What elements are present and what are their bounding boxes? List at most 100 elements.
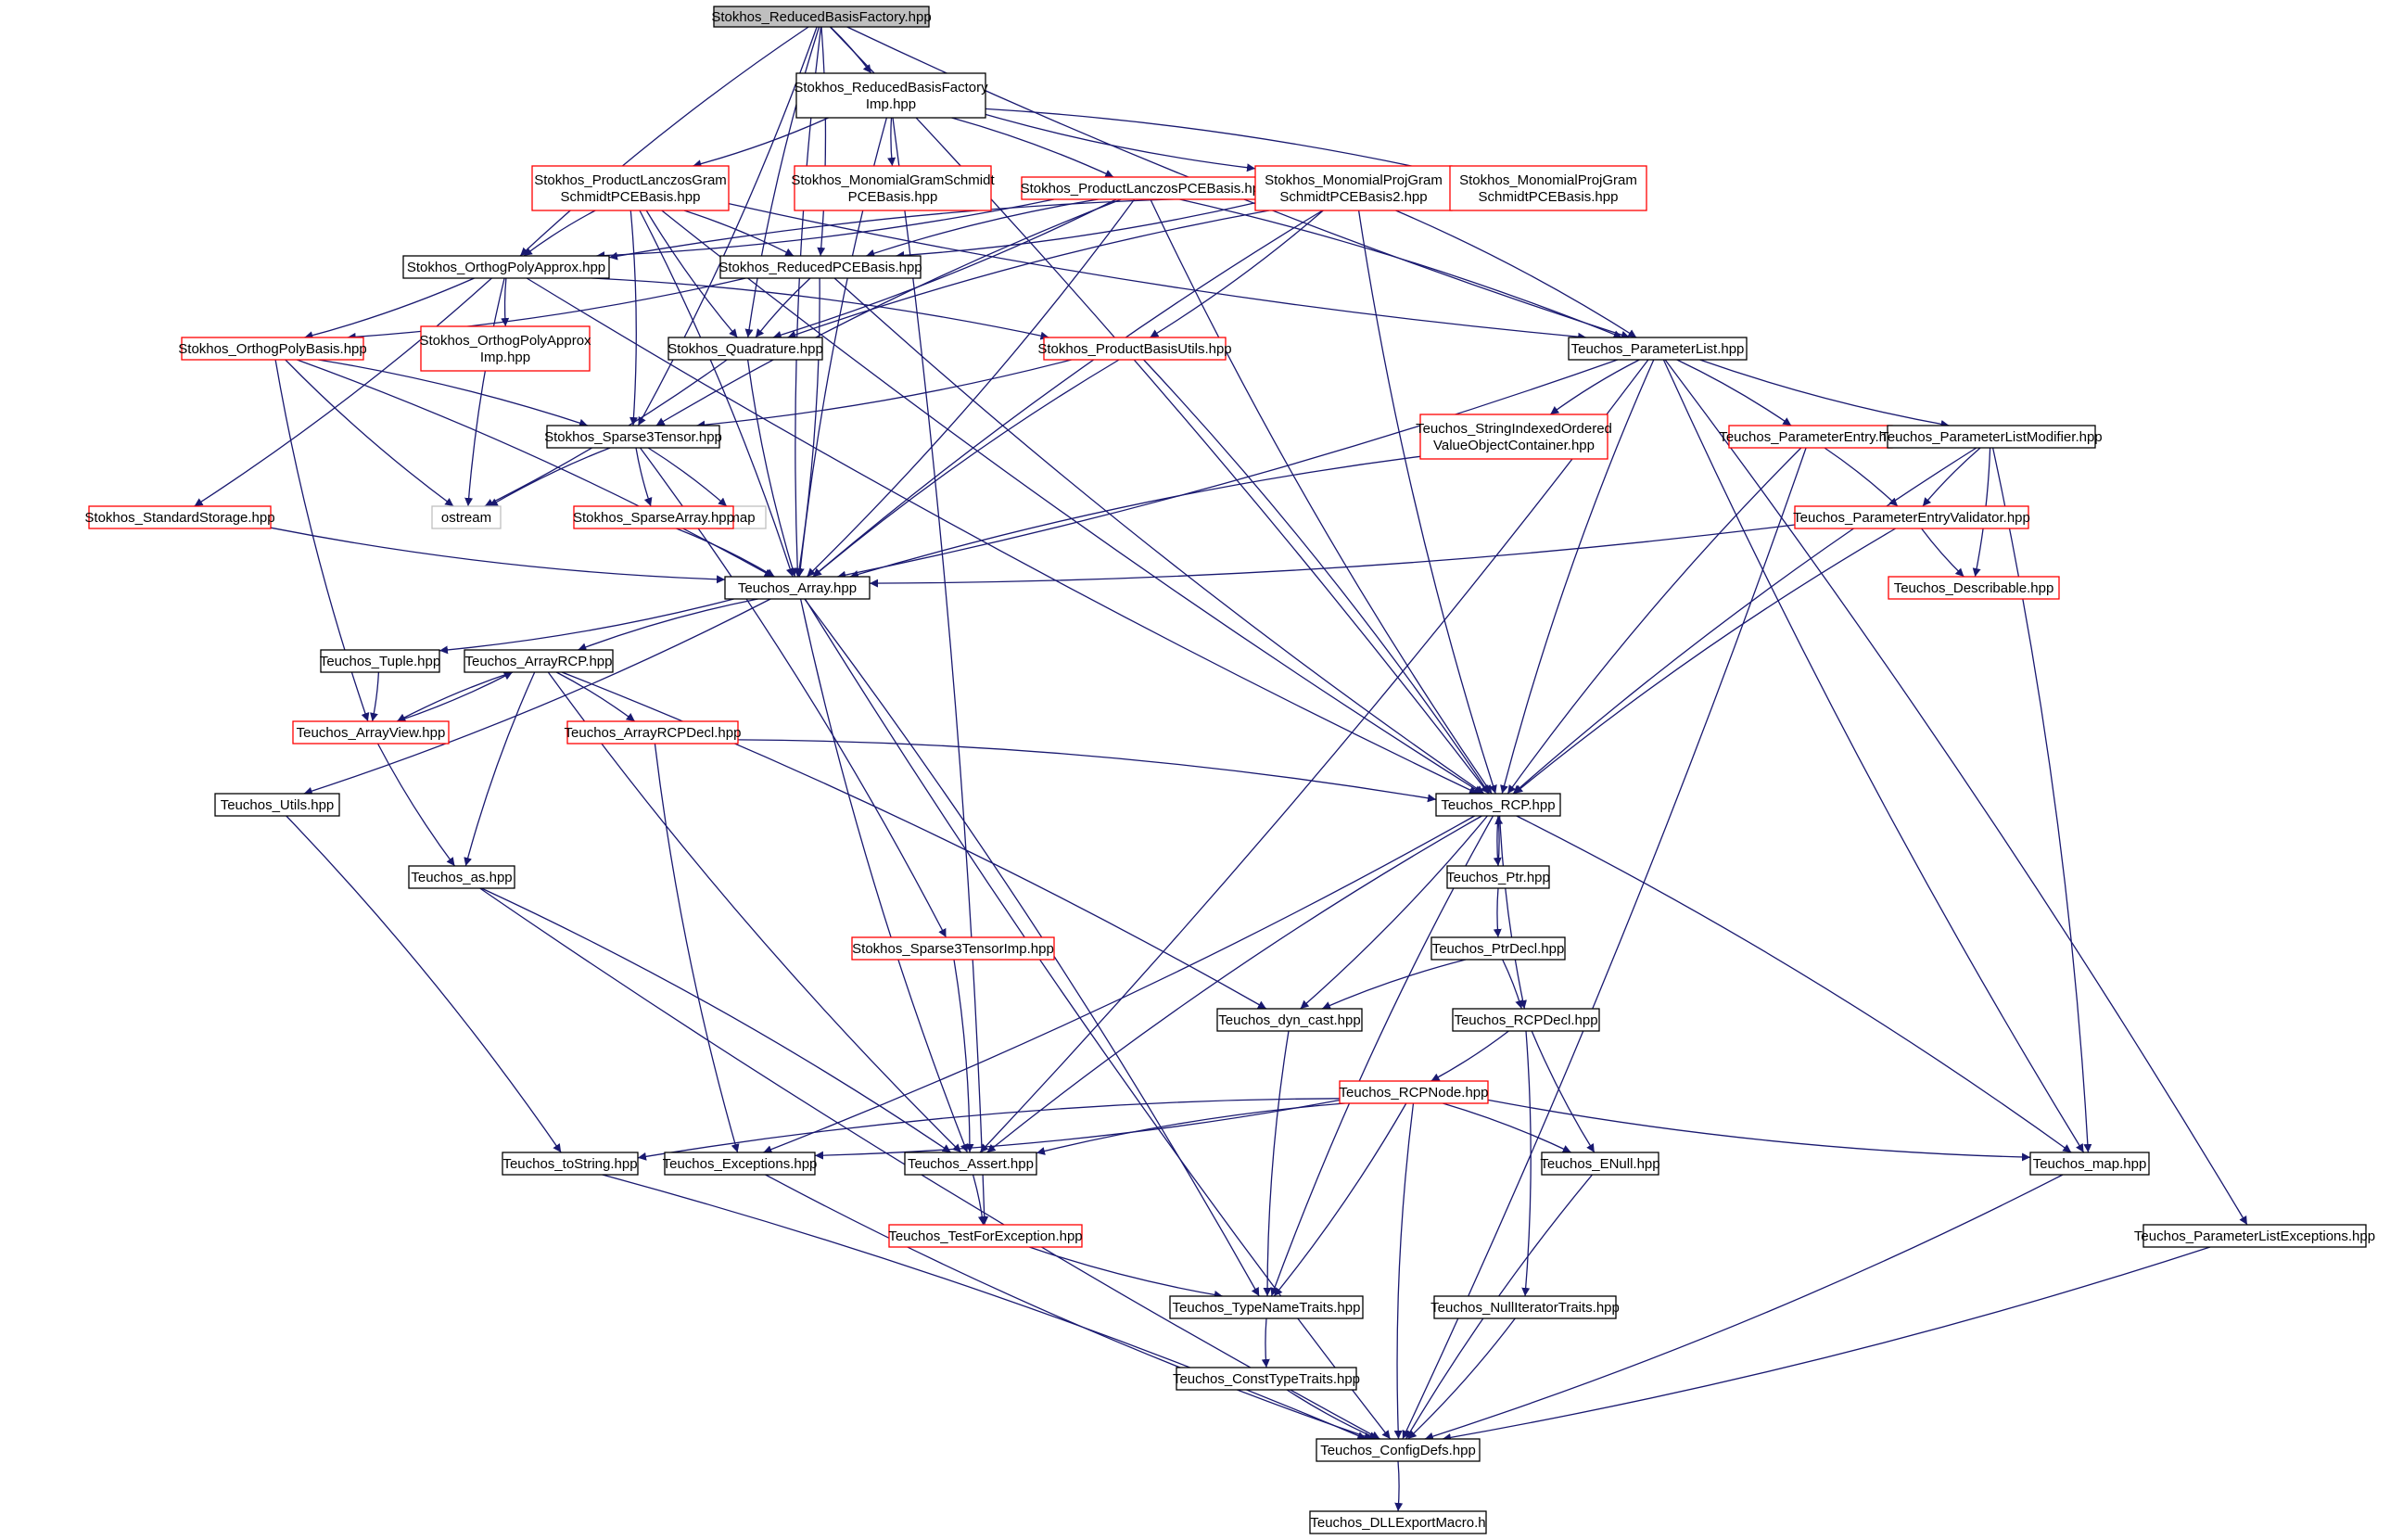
edge-n05-n08 <box>596 198 1055 261</box>
node-stokhos-sparse3tensor-hpp[interactable]: Stokhos_Sparse3Tensor.hpp <box>544 425 722 449</box>
node-teuchos-testforexception-hpp[interactable]: Teuchos_TestForException.hpp <box>888 1224 1083 1248</box>
node-teuchos-nulliteratortraits-hpp[interactable]: Teuchos_NullIteratorTraits.hpp <box>1430 1295 1620 1319</box>
edge-n20-n25 <box>849 455 1421 579</box>
node-teuchos-tostring-hpp[interactable]: Teuchos_toString.hpp <box>502 1152 639 1176</box>
node-teuchos-parameterentry-hpp[interactable]: Teuchos_ParameterEntry.hpp <box>1719 425 1902 449</box>
edge-n33-n31 <box>1494 815 1504 867</box>
node-teuchos-typenametraits-hpp[interactable]: Teuchos_TypeNameTraits.hpp <box>1169 1295 1364 1319</box>
edge-n02-n44 <box>892 117 989 1226</box>
edge-n06-n31 <box>1357 210 1497 795</box>
edge-n31-n33 <box>1493 815 1502 867</box>
node-label: Teuchos_RCPDecl.hpp <box>1454 1012 1597 1028</box>
node-teuchos-ptrdecl-hpp[interactable]: Teuchos_PtrDecl.hpp <box>1430 936 1566 961</box>
node-stokhos-monomialprojgramschmidtpcebasis2-hpp[interactable]: Stokhos_MonomialProjGramSchmidtPCEBasis2… <box>1254 165 1453 211</box>
node-label: Teuchos_PtrDecl.hpp <box>1432 941 1565 957</box>
node-box <box>1541 1152 1659 1176</box>
node-teuchos-ptr-hpp[interactable]: Teuchos_Ptr.hpp <box>1446 865 1550 889</box>
edge-n12-n25 <box>746 359 797 578</box>
edge-n32-n41 <box>481 887 952 1153</box>
node-box <box>1430 936 1566 961</box>
node-stokhos-monomialprojgramschmidtpcebasis-hpp[interactable]: Stokhos_MonomialProjGramSchmidtPCEBasis.… <box>1449 165 1647 211</box>
node-teuchos-parameterlistexceptions-hpp[interactable]: Teuchos_ParameterListExceptions.hpp <box>2134 1224 2375 1248</box>
node-label: Teuchos_RCP.hpp <box>1441 797 1555 813</box>
edge-n03-n25 <box>639 210 795 578</box>
node-box <box>1435 793 1561 817</box>
node-label: Teuchos_DLLExportMacro.h <box>1310 1515 1485 1531</box>
node-teuchos-utils-hpp[interactable]: Teuchos_Utils.hpp <box>214 793 340 817</box>
node-teuchos-arrayrcpdecl-hpp[interactable]: Teuchos_ArrayRCPDecl.hpp <box>565 720 742 745</box>
node-teuchos-rcpnode-hpp[interactable]: Teuchos_RCPNode.hpp <box>1339 1080 1489 1104</box>
edge-n06-n14 <box>1395 210 1637 338</box>
edge-n05-n25 <box>806 198 1136 578</box>
edge-n32-n49 <box>479 887 1380 1440</box>
edge-n03-n09 <box>683 210 795 257</box>
edge-n47-n49 <box>1407 1317 1516 1440</box>
node-teuchos-rcp-hpp[interactable]: Teuchos_RCP.hpp <box>1435 793 1561 817</box>
node-teuchos-tuple-hpp[interactable]: Teuchos_Tuple.hpp <box>320 649 440 673</box>
node-stokhos-reducedpcebasis-hpp[interactable]: Stokhos_ReducedPCEBasis.hpp <box>718 255 922 279</box>
edge-n15-n19 <box>635 447 653 507</box>
edge-n38-n46 <box>1273 1102 1407 1297</box>
node-box <box>664 1152 816 1176</box>
node-label: Stokhos_ProductBasisUtils.hpp <box>1037 341 1231 357</box>
edge-n26-n28 <box>370 671 380 722</box>
edge-n31-n41 <box>986 815 1482 1153</box>
node-stokhos-orthogpolybasis-hpp[interactable]: Stokhos_OrthogPolyBasis.hpp <box>178 337 367 361</box>
node-teuchos-consttypetraits-hpp[interactable]: Teuchos_ConstTypeTraits.hpp <box>1173 1367 1360 1391</box>
node-teuchos-stringindexedorderedvalueobjectcontainer-hpp[interactable]: Teuchos_StringIndexedOrderedValueObjectC… <box>1416 414 1612 460</box>
edge-n30-n39 <box>286 815 562 1153</box>
node-stokhos-productlanczosgramschmidtpcebasis-hpp[interactable]: Stokhos_ProductLanczosGramSchmidtPCEBasi… <box>531 165 730 211</box>
node-teuchos-array-hpp[interactable]: Teuchos_Array.hpp <box>724 576 871 600</box>
edge-n25-n30 <box>303 598 771 795</box>
node-label: Teuchos_map.hpp <box>2033 1156 2147 1172</box>
node-label: Teuchos_NullIteratorTraits.hpp <box>1430 1300 1620 1316</box>
node-teuchos-map-hpp[interactable]: Teuchos_map.hpp <box>2029 1152 2150 1176</box>
node-teuchos-arrayrcp-hpp[interactable]: Teuchos_ArrayRCP.hpp <box>464 649 614 673</box>
edge-n01-n08 <box>519 26 809 257</box>
node-teuchos-exceptions-hpp[interactable]: Teuchos_Exceptions.hpp <box>663 1152 818 1176</box>
node-box <box>502 1152 639 1176</box>
edge-n19-n25 <box>676 528 775 578</box>
edge-n08-n11 <box>501 277 510 327</box>
edge-n38-n42 <box>1443 1102 1571 1153</box>
edge-n36-n46 <box>1263 1030 1290 1297</box>
edge-n03-n15 <box>629 210 638 426</box>
node-teuchos-as-hpp[interactable]: Teuchos_as.hpp <box>408 865 515 889</box>
node-teuchos-parameterentryvalidator-hpp[interactable]: Teuchos_ParameterEntryValidator.hpp <box>1793 505 2030 529</box>
node-teuchos-rcpdecl-hpp[interactable]: Teuchos_RCPDecl.hpp <box>1452 1008 1600 1032</box>
node-stokhos-orthogpolyapprox-hpp[interactable]: Stokhos_OrthogPolyApprox.hpp <box>402 255 610 279</box>
node-stokhos-sparsearray-hpp[interactable]: Stokhos_SparseArray.hpp <box>573 505 734 529</box>
node-box <box>2029 1152 2150 1176</box>
node-teuchos-describable-hpp[interactable]: Teuchos_Describable.hpp <box>1888 576 2060 600</box>
node-teuchos-configdefs-hpp[interactable]: Teuchos_ConfigDefs.hpp <box>1316 1438 1481 1462</box>
node-stokhos-productlanczospcebasis-hpp[interactable]: Stokhos_ProductLanczosPCEBasis.hpp <box>1021 176 1268 200</box>
edge-n37-n38 <box>1430 1030 1509 1082</box>
node-stokhos-quadrature-hpp[interactable]: Stokhos_Quadrature.hpp <box>668 337 823 361</box>
edge-n46-n48 <box>1261 1317 1270 1368</box>
node-teuchos-dyn-cast-hpp[interactable]: Teuchos_dyn_cast.hpp <box>1216 1008 1363 1032</box>
node-label: Teuchos_ConstTypeTraits.hpp <box>1173 1371 1360 1387</box>
node-label: Teuchos_ParameterEntryValidator.hpp <box>1793 510 2030 526</box>
node-box <box>1728 425 1893 449</box>
node-teuchos-arrayview-hpp[interactable]: Teuchos_ArrayView.hpp <box>292 720 450 745</box>
node-box <box>402 255 610 279</box>
node-label: Teuchos_ENull.hpp <box>1540 1156 1659 1172</box>
node-teuchos-dllexportmacro-h[interactable]: Teuchos_DLLExportMacro.h <box>1309 1510 1487 1534</box>
node-stokhos-standardstorage-hpp[interactable]: Stokhos_StandardStorage.hpp <box>84 505 275 529</box>
node-teuchos-enull-hpp[interactable]: Teuchos_ENull.hpp <box>1540 1152 1660 1176</box>
edge-n09-n31 <box>833 277 1485 795</box>
node-label: Stokhos_MonomialProjGram <box>1265 172 1443 188</box>
edge-n14-n21 <box>1676 359 1792 426</box>
node-stokhos-reducedbasisfactory-hpp[interactable]: Stokhos_ReducedBasisFactory.hpp <box>711 6 932 28</box>
node-teuchos-parameterlist-hpp[interactable]: Teuchos_ParameterList.hpp <box>1568 337 1748 361</box>
node-label: ValueObjectContainer.hpp <box>1433 438 1595 453</box>
node-stokhos-sparse3tensorimp-hpp[interactable]: Stokhos_Sparse3TensorImp.hpp <box>851 936 1055 961</box>
node-label: Stokhos_ReducedBasisFactory.hpp <box>711 9 931 25</box>
edge-n33-n35 <box>1493 887 1502 938</box>
node-stokhos-productbasisutils-hpp[interactable]: Stokhos_ProductBasisUtils.hpp <box>1037 337 1232 361</box>
node-teuchos-parameterlistmodifier-hpp[interactable]: Teuchos_ParameterListModifier.hpp <box>1880 425 2103 449</box>
node-teuchos-assert-hpp[interactable]: Teuchos_Assert.hpp <box>904 1152 1037 1176</box>
